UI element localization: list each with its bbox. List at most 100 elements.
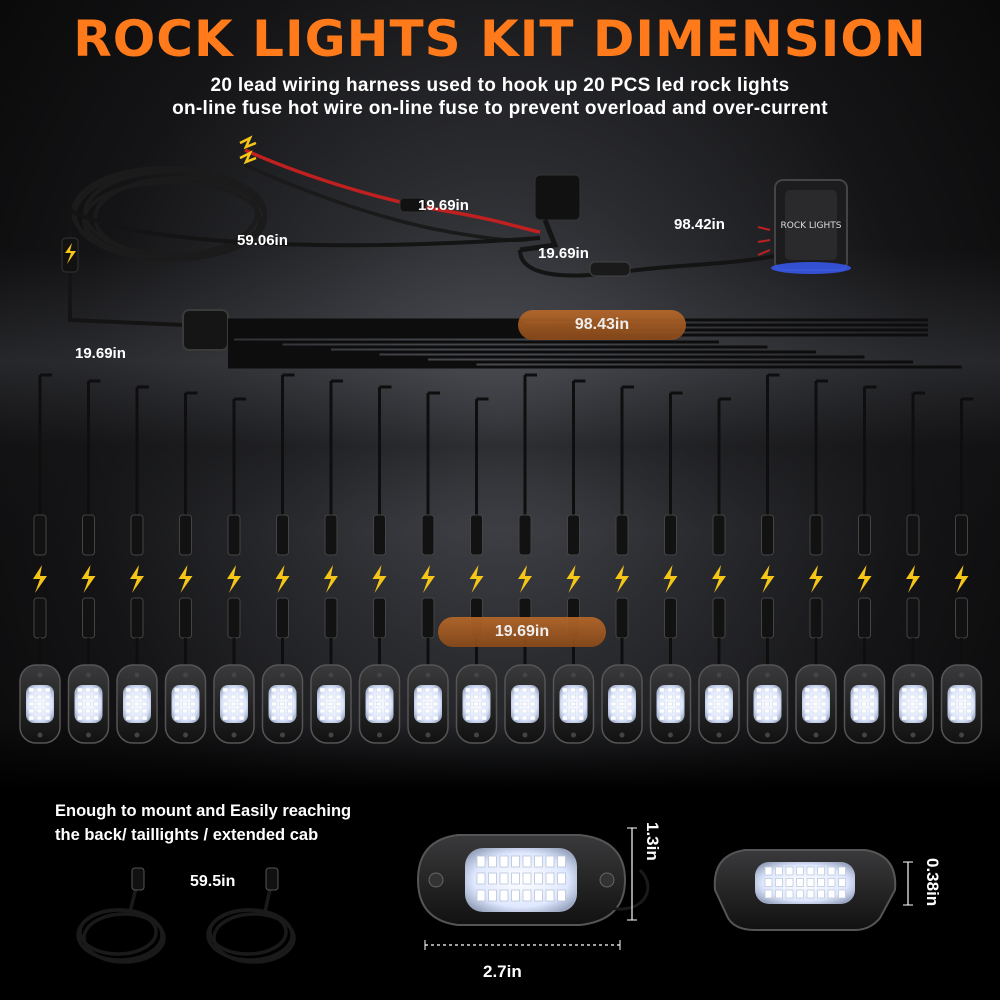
rock-light-pod	[795, 664, 837, 744]
connection-bolt-icon	[518, 565, 532, 593]
rock-light-pod	[601, 664, 643, 744]
light-connector	[33, 597, 47, 639]
rock-light-pod	[649, 664, 692, 744]
light-connector	[421, 597, 435, 639]
light-connector	[664, 597, 677, 639]
power-wire-length: 19.69in	[418, 197, 469, 214]
harness-tail-length: 19.69in	[75, 345, 126, 362]
extension-cable-right	[206, 879, 296, 964]
rock-light-side-view	[713, 849, 897, 931]
connection-bolt-icon	[954, 565, 969, 593]
light-connector	[82, 514, 95, 556]
light-connector	[324, 597, 338, 639]
light-connector	[955, 514, 968, 556]
inline-connector-bolt	[61, 237, 79, 273]
connection-bolt-icon	[178, 565, 193, 593]
connection-bolt-icon	[81, 565, 96, 593]
rock-light-pod	[164, 664, 207, 744]
rock-light-pod	[698, 664, 740, 744]
connection-bolt-icon	[566, 565, 581, 593]
light-connector	[470, 514, 483, 556]
svg-text:ROCK LIGHTS: ROCK LIGHTS	[780, 221, 841, 231]
rock-light-pod	[116, 664, 158, 744]
light-connector	[324, 514, 338, 556]
subtitle-line-2: on-line fuse hot wire on-line fuse to pr…	[172, 98, 828, 119]
light-connector	[130, 514, 144, 556]
switch-lead-length: 19.69in	[538, 245, 589, 262]
subtitle-line-1: 20 lead wiring harness used to hook up 2…	[210, 75, 790, 96]
light-connector	[373, 514, 386, 556]
rock-light-pod	[261, 664, 304, 744]
connection-bolt-icon	[130, 565, 144, 593]
harness-length-pill: 98.43in	[518, 310, 686, 340]
note-line-1: Enough to mount and Easily reaching	[55, 802, 352, 820]
light-connector	[615, 597, 629, 639]
rock-light-pod	[213, 664, 255, 744]
page-title: ROCK LIGHTS KIT DIMENSION	[73, 10, 927, 68]
rocker-switch: ROCK LIGHTS	[757, 179, 851, 274]
light-connector	[761, 514, 774, 556]
rock-light-pod	[746, 664, 789, 744]
connection-bolt-icon	[663, 565, 678, 593]
light-connector	[858, 597, 871, 639]
light-connector	[858, 514, 871, 556]
switch-cable-length: 98.42in	[674, 216, 725, 233]
pod-depth-label: 0.38in	[923, 858, 942, 907]
light-connector	[906, 514, 920, 556]
light-connector	[809, 597, 823, 639]
light-connector	[421, 514, 435, 556]
rock-light-pod	[843, 664, 886, 744]
light-connector	[712, 597, 726, 639]
connection-bolt-icon	[809, 565, 823, 593]
note-line-2: the back/ taillights / extended cab	[55, 826, 319, 844]
rock-light-front-view	[416, 834, 650, 926]
rock-light-pod	[940, 664, 983, 744]
connection-bolt-icon	[712, 565, 726, 593]
light-connector	[33, 514, 47, 556]
connection-bolt-icon	[33, 565, 47, 593]
light-connector	[276, 597, 289, 639]
light-connector	[518, 514, 532, 556]
connection-bolt-icon	[324, 565, 338, 593]
connection-bolt-icon	[227, 565, 241, 593]
harness-splitter	[182, 309, 229, 351]
light-connector	[227, 514, 241, 556]
rock-light-pod	[310, 664, 352, 744]
pod-height-label: 1.3in	[643, 822, 662, 861]
relay-connector	[519, 174, 581, 253]
connection-bolt-icon	[275, 565, 290, 593]
light-connector	[809, 514, 823, 556]
light-connector	[761, 597, 774, 639]
rock-light-pod	[455, 664, 498, 744]
connection-bolt-icon	[421, 565, 435, 593]
rock-light-pod	[358, 664, 401, 744]
connection-bolt-icon	[760, 565, 775, 593]
light-connector	[567, 514, 580, 556]
light-connector	[130, 597, 144, 639]
connection-bolt-icon	[906, 565, 920, 593]
light-connector	[276, 514, 289, 556]
light-connector	[179, 597, 192, 639]
rock-light-pod	[407, 664, 449, 744]
coil-cable-length: 59.06in	[237, 232, 288, 249]
rock-light-pod	[892, 664, 934, 744]
connection-bolt-icon	[615, 565, 629, 593]
extension-cable-left	[76, 879, 166, 964]
light-connector	[712, 514, 726, 556]
rock-light-row	[19, 514, 983, 744]
light-connector	[82, 597, 95, 639]
rock-light-pod	[552, 664, 595, 744]
rock-light-pod	[19, 664, 61, 744]
connection-bolt-icon	[372, 565, 387, 593]
light-connector	[373, 597, 386, 639]
black-power-wire	[244, 163, 541, 242]
light-connector	[906, 597, 920, 639]
light-connector	[179, 514, 192, 556]
light-lead-length-pill: 19.69in	[438, 617, 606, 647]
light-connector	[955, 597, 968, 639]
red-power-wire	[244, 148, 541, 234]
rock-light-pod	[67, 664, 110, 744]
extension-cable-length: 59.5in	[190, 873, 236, 890]
